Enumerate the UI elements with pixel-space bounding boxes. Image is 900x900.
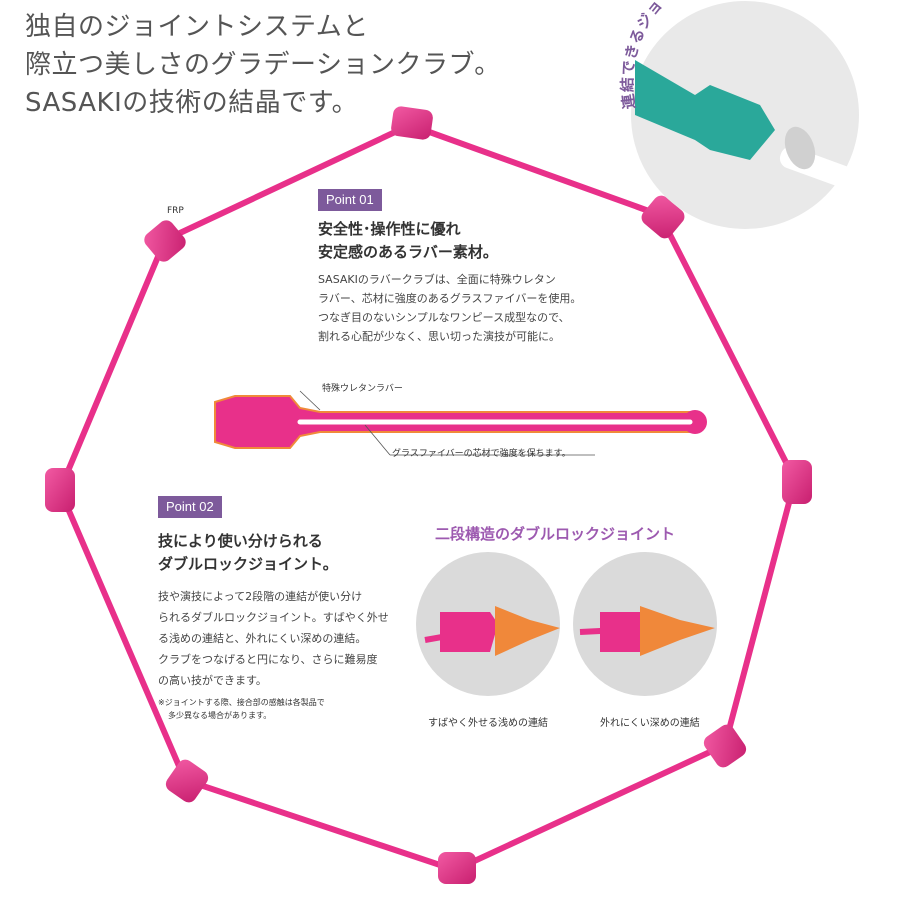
- joint-hole-label-text: 連結できるジョイントホール加工: [619, 0, 783, 110]
- frp-label: FRP: [167, 206, 184, 216]
- point02-badge: Point 02: [158, 496, 222, 518]
- point01-body-line: 割れる心配が少なく、思い切った演技が可能に。: [318, 330, 560, 343]
- point01-body: SASAKIのラバークラブは、全面に特殊ウレタン ラバー、芯材に強度のあるグラス…: [318, 270, 581, 346]
- joint-detail-deep: [573, 552, 717, 696]
- point01-title-line1: 安全性･操作性に優れ: [318, 220, 461, 238]
- ring-joint: [45, 468, 75, 512]
- point01-title: 安全性･操作性に優れ 安定感のあるラバー素材。: [318, 218, 498, 264]
- club-cross-section: [214, 390, 707, 456]
- point01-title-line2: 安定感のあるラバー素材。: [318, 243, 498, 261]
- caption-deep: 外れにくい深めの連結: [600, 718, 700, 729]
- headline-line1: 独自のジョイントシステムと: [25, 12, 369, 42]
- ring-joint: [782, 460, 812, 504]
- point02-title-line1: 技により使い分けられる: [158, 532, 323, 550]
- double-lock-title: 二段構造のダブルロックジョイント: [435, 525, 676, 543]
- headline-line3: SASAKIの技術の結晶です。: [25, 88, 359, 118]
- headline-line2: 際立つ美しさのグラデーションクラブ。: [25, 50, 501, 80]
- rubber-callout: 特殊ウレタンラバー: [322, 384, 403, 394]
- point02-body-line: られるダブルロックジョイント。すばやく外せ: [158, 611, 389, 624]
- point01-body-line: ラバー、芯材に強度のあるグラスファイバーを使用。: [318, 292, 582, 305]
- joint-hole-photo: [631, 1, 867, 229]
- joint-hole-label: 連結できるジョイントホール加工: [619, 0, 784, 110]
- joint-detail-shallow: [416, 552, 560, 696]
- headline: 独自のジョイントシステムと 際立つ美しさのグラデーションクラブ。 SASAKIの…: [25, 8, 501, 122]
- caption-shallow: すばやく外せる浅めの連結: [428, 718, 548, 729]
- ring-joint: [391, 106, 433, 140]
- ring-joint: [438, 852, 476, 884]
- point02-body-line: る浅めの連結と、外れにくい深めの連結。: [158, 632, 367, 645]
- point02-note-line2: 多少異なる場合があります。: [168, 711, 272, 720]
- point02-body: 技や演技によって2段階の連結が使い分け られるダブルロックジョイント。すばやく外…: [158, 586, 389, 691]
- point02-title: 技により使い分けられる ダブルロックジョイント。: [158, 530, 338, 576]
- ring-joint: [703, 724, 747, 768]
- point01-body-line: つなぎ目のないシンプルなワンピース成型なので、: [318, 311, 570, 324]
- point02-body-line: 技や演技によって2段階の連結が使い分け: [158, 590, 363, 603]
- point01-body-line: SASAKIのラバークラブは、全面に特殊ウレタン: [318, 273, 556, 286]
- point02-note: ※ジョイントする際、接合部の感触は各製品で 多少異なる場合があります。: [158, 696, 325, 722]
- svg-text:連結できるジョイントホール加工: 連結できるジョイントホール加工: [619, 0, 784, 110]
- point02-title-line2: ダブルロックジョイント。: [158, 555, 338, 573]
- ring-joint: [144, 220, 186, 262]
- club-ring-joints: [45, 106, 812, 884]
- point02-body-line: クラブをつなげると円になり、さらに難易度: [158, 653, 378, 666]
- fiber-callout: グラスファイバーの芯材で強度を保ちます。: [392, 449, 571, 459]
- point01-badge: Point 01: [318, 189, 382, 211]
- ring-joint: [641, 195, 685, 239]
- ring-joint: [165, 759, 209, 803]
- point02-body-line: の高い技ができます。: [158, 674, 267, 687]
- point02-note-line1: ※ジョイントする際、接合部の感触は各製品で: [158, 698, 325, 707]
